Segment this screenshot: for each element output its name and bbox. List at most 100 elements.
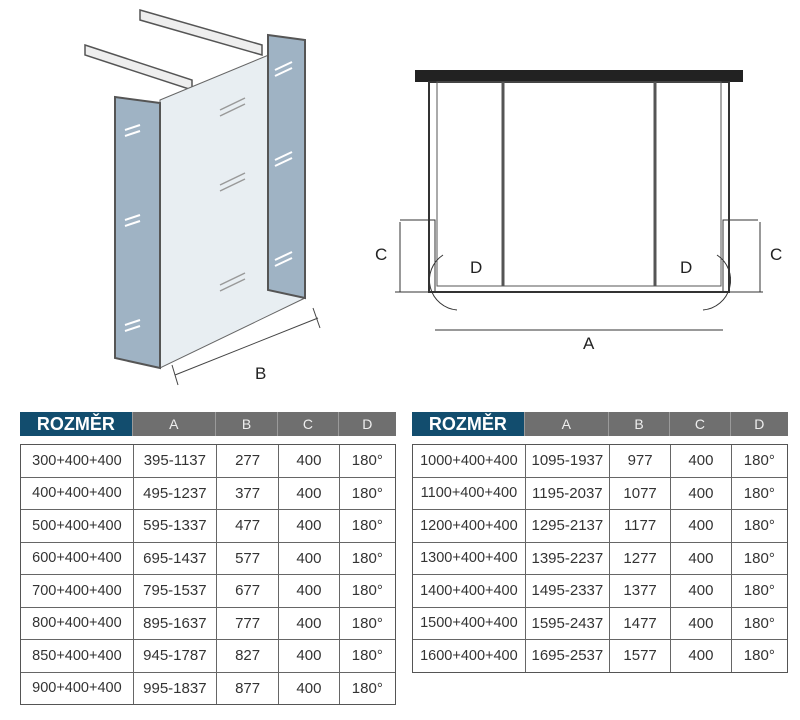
header-a: A — [132, 412, 216, 436]
cell-a: 395-1137 — [134, 445, 217, 477]
top-view-plan-diagram — [395, 70, 763, 331]
cell-rozmer: 800+400+400 — [21, 607, 134, 639]
cell-b: 1377 — [610, 575, 672, 607]
cell-d: 180° — [351, 484, 383, 502]
cell-c: 400 — [279, 640, 340, 672]
cell-b: 977 — [610, 445, 672, 477]
cell-d: 180° — [351, 679, 383, 697]
cell-c: 400 — [671, 542, 732, 574]
cell-rozmer: 850+400+400 — [21, 640, 134, 672]
cell-d: 180° — [743, 484, 775, 502]
cell-rozmer: 1100+400+400 — [413, 477, 526, 509]
cell-d: 180° — [351, 452, 383, 470]
cell-a: 1495-2337 — [526, 575, 610, 607]
cell-c: 400 — [279, 672, 340, 704]
cell-b: 1277 — [610, 542, 672, 574]
header-a: A — [524, 412, 609, 436]
cell-b: 877 — [217, 672, 280, 704]
cell-c: 400 — [671, 575, 732, 607]
cell-b: 477 — [217, 510, 280, 542]
isometric-shower-diagram — [84, 9, 321, 386]
cell-b: 1077 — [610, 477, 672, 509]
table-header: ROZMĚR A B C D — [20, 412, 396, 436]
header-d: D — [730, 412, 788, 436]
cell-rozmer: 1000+400+400 — [413, 445, 526, 477]
cell-b: 577 — [217, 542, 280, 574]
header-c: C — [670, 412, 731, 436]
cell-d: 180° — [351, 582, 383, 600]
cell-b: 277 — [217, 445, 280, 477]
cell-b: 1177 — [610, 510, 672, 542]
cell-d: 180° — [743, 582, 775, 600]
header-b: B — [608, 412, 671, 436]
header-b: B — [215, 412, 279, 436]
cell-b: 377 — [217, 477, 280, 509]
cell-d: 180° — [743, 549, 775, 567]
cell-rozmer: 300+400+400 — [21, 445, 134, 477]
cell-c: 400 — [279, 607, 340, 639]
cell-b: 1577 — [610, 640, 672, 672]
cell-rozmer: 1500+400+400 — [413, 607, 526, 639]
cell-b: 827 — [217, 640, 280, 672]
cell-d: 180° — [743, 614, 775, 632]
cell-rozmer: 500+400+400 — [21, 510, 134, 542]
cell-c: 400 — [279, 575, 340, 607]
cell-c: 400 — [671, 510, 732, 542]
cell-c: 400 — [279, 542, 340, 574]
cell-c: 400 — [279, 445, 340, 477]
cell-a: 1095-1937 — [526, 445, 610, 477]
cell-a: 995-1837 — [134, 672, 217, 704]
cell-a: 495-1237 — [134, 477, 217, 509]
cell-a: 1595-2437 — [526, 607, 610, 639]
cell-d: 180° — [351, 614, 383, 632]
cell-d: 180° — [351, 549, 383, 567]
dimension-label-c-left: C — [375, 245, 388, 264]
cell-rozmer: 600+400+400 — [21, 542, 134, 574]
cell-c: 400 — [279, 510, 340, 542]
cell-rozmer: 1600+400+400 — [413, 640, 526, 672]
cell-rozmer: 1400+400+400 — [413, 575, 526, 607]
cell-a: 595-1337 — [134, 510, 217, 542]
cell-b: 777 — [217, 607, 280, 639]
cell-c: 400 — [671, 477, 732, 509]
dimension-label-d-right: D — [680, 258, 693, 277]
table-header: ROZMĚR A B C D — [412, 412, 788, 436]
cell-a: 1295-2137 — [526, 510, 610, 542]
header-rozmer: ROZMĚR — [412, 412, 525, 436]
cell-b: 1477 — [610, 607, 672, 639]
dimension-label-a: A — [583, 334, 595, 353]
cell-c: 400 — [279, 477, 340, 509]
cell-a: 1395-2237 — [526, 542, 610, 574]
cell-d: 180° — [351, 517, 383, 535]
cell-c: 400 — [671, 445, 732, 477]
cell-c: 400 — [671, 640, 732, 672]
dimension-label-c-right: C — [770, 245, 783, 264]
cell-rozmer: 1300+400+400 — [413, 542, 526, 574]
cell-b: 677 — [217, 575, 280, 607]
cell-rozmer: 1200+400+400 — [413, 510, 526, 542]
header-c: C — [278, 412, 339, 436]
cell-rozmer: 700+400+400 — [21, 575, 134, 607]
cell-a: 695-1437 — [134, 542, 217, 574]
header-rozmer: ROZMĚR — [20, 412, 133, 436]
cell-a: 795-1537 — [134, 575, 217, 607]
cell-rozmer: 400+400+400 — [21, 477, 134, 509]
cell-d: 180° — [743, 517, 775, 535]
